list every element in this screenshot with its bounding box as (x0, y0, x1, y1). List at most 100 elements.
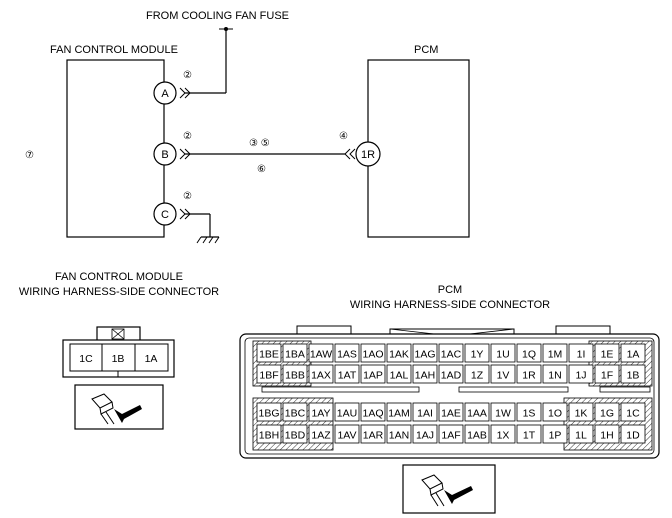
fcm-side-note: ⑦ (25, 150, 34, 161)
pcm-pin-label: 1U (496, 349, 509, 361)
pcm-pin-label: 1R (522, 370, 536, 382)
pcm-pin-cell (412, 402, 438, 422)
pcm-pin-label: 1AF (441, 430, 460, 442)
pcm-pin-cell (386, 364, 412, 384)
pcm-pin-cell (464, 364, 490, 384)
pcm-pin-cell (490, 364, 516, 384)
pcm-pin-label: 1AZ (311, 430, 331, 442)
pcm-pin-label: 1BH (259, 430, 279, 442)
pcm-pin-label: 1W (495, 408, 511, 420)
pcm-pin-cell (282, 424, 308, 444)
pcm-pin-label: 1X (497, 430, 510, 442)
terminal-c: C ② (153, 191, 211, 237)
pcm-pin-cell (282, 402, 308, 422)
pcm-pin-cell (568, 343, 594, 363)
terminal-c-note: ② (183, 191, 192, 202)
pcm-pin-cell (490, 402, 516, 422)
svg-text:B: B (161, 149, 168, 161)
pcm-pin-cell (490, 343, 516, 363)
pcm-pin-label: 1D (626, 430, 640, 442)
fcm-box (66, 59, 165, 238)
pcm-pin-cell (438, 364, 464, 384)
svg-text:1R: 1R (361, 149, 375, 161)
pcm-title: PCM (414, 44, 438, 56)
pcm-terminal-1r: 1R ④ (339, 131, 381, 167)
pcm-pin-cell (412, 364, 438, 384)
pcm-pin-cell (308, 402, 334, 422)
pcm-pin-label: 1AJ (416, 430, 434, 442)
pcm-pin-cell (568, 424, 594, 444)
pcm-pin-cell (334, 343, 360, 363)
pcm-pin-label: 1AN (389, 430, 409, 442)
pcm-pin-label: 1F (601, 370, 613, 382)
pcm-pin-cell (360, 343, 386, 363)
pcm-pin-label: 1AK (389, 349, 409, 361)
pcm-connector-title-2: WIRING HARNESS-SIDE CONNECTOR (350, 299, 550, 311)
pcm-pin-cell (334, 402, 360, 422)
pcm-pin-label: 1AW (310, 349, 332, 361)
pcm-pin-cell (464, 402, 490, 422)
pcm-pin-label: 1AB (467, 430, 487, 442)
pcm-pin-cell (464, 343, 490, 363)
pcm-pin-label: 1BA (285, 349, 305, 361)
pcm-pin-label: 1AD (441, 370, 462, 382)
pcm-pin-label: 1C (626, 408, 640, 420)
pcm-pin-label: 1V (497, 370, 510, 382)
pcm-pin-label: 1AL (390, 370, 409, 382)
pcm-pin-cell (256, 424, 282, 444)
pcm-pin-label: 1AP (363, 370, 383, 382)
pcm-pin-cell (620, 402, 646, 422)
pcm-pin-label: 1K (575, 408, 588, 420)
pcm-pin-cell (464, 424, 490, 444)
pcm-pin-cell (620, 424, 646, 444)
pcm-pin-cell (516, 402, 542, 422)
pcm-pin-cell (360, 424, 386, 444)
pcm-pin-label: 1AO (362, 349, 383, 361)
pcm-pin-cell (490, 424, 516, 444)
svg-text:C: C (161, 209, 169, 221)
pcm-pin-label: 1O (548, 408, 562, 420)
pcm-pin-label: 1Y (471, 349, 484, 361)
pcm-pin-cell (282, 364, 308, 384)
pcm-pin-cell (594, 402, 620, 422)
pcm-pin-label: 1AE (441, 408, 461, 420)
pcm-pin-cell (620, 343, 646, 363)
pcm-pin-label: 1AA (467, 408, 487, 420)
pcm-pin-label: 1AV (337, 430, 356, 442)
pcm-pin-label: 1AR (363, 430, 384, 442)
pcm-pin-cell (334, 364, 360, 384)
pcm-pin-cell (412, 424, 438, 444)
pcm-pin-cell (256, 364, 282, 384)
pcm-pin-cell (308, 424, 334, 444)
pcm-pin-cell (542, 424, 568, 444)
pcm-pin-cell (516, 364, 542, 384)
pcm-pin-cell (386, 424, 412, 444)
terminal-b-note: ② (183, 131, 192, 142)
pcm-pin-label: 1B (627, 370, 640, 382)
pcm-terminal-note: ④ (339, 131, 348, 142)
pcm-pin-label: 1M (548, 349, 563, 361)
pcm-pin-cell (516, 343, 542, 363)
terminal-a: A ② (153, 27, 233, 105)
pcm-pin-label: 1AT (338, 370, 357, 382)
pcm-pin-cell (360, 364, 386, 384)
pcm-pin-label: 1BG (258, 408, 279, 420)
fcm-cell-1b: 1B (112, 353, 125, 365)
pcm-pin-label: 1AC (441, 349, 462, 361)
pcm-pin-cell (542, 402, 568, 422)
pcm-pin-label: 1AG (414, 349, 435, 361)
svg-text:A: A (161, 88, 169, 100)
pcm-pin-label: 1AS (337, 349, 357, 361)
pcm-pin-cell (542, 343, 568, 363)
pcm-pin-label: 1BE (259, 349, 279, 361)
pcm-pin-cell (438, 402, 464, 422)
terminal-b: B ② (153, 131, 356, 166)
pcm-pin-cell (334, 424, 360, 444)
pcm-pin-cell (412, 343, 438, 363)
pcm-pin-label: 1BF (259, 370, 278, 382)
pcm-pin-label: 1Q (522, 349, 536, 361)
pcm-pin-label: 1S (523, 408, 536, 420)
fcm-connector-title-2: WIRING HARNESS-SIDE CONNECTOR (19, 286, 219, 298)
